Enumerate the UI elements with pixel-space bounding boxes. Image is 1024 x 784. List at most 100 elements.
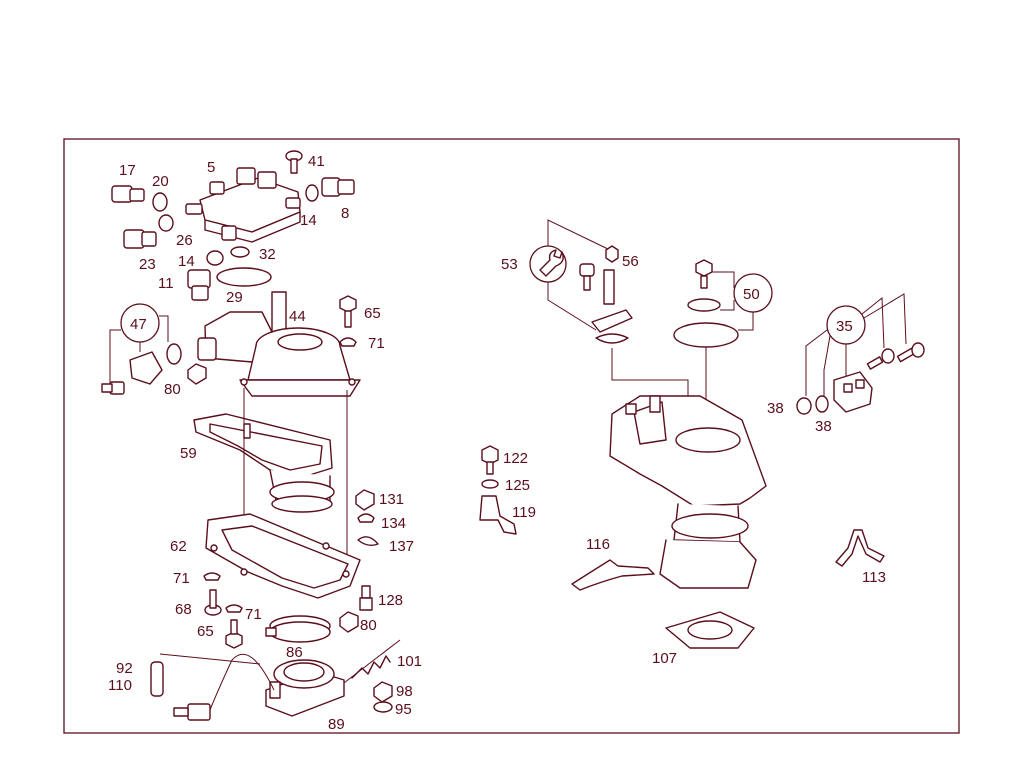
label-14-right: 14 bbox=[300, 212, 317, 229]
fuel-distributor bbox=[185, 167, 301, 243]
ring-14-right bbox=[305, 184, 319, 202]
nut-98 bbox=[373, 681, 393, 703]
screw-65-low bbox=[225, 619, 243, 649]
screw-41 bbox=[285, 150, 303, 174]
screw-65-top bbox=[339, 295, 357, 328]
fitting-8 bbox=[321, 177, 355, 197]
screw-35-b bbox=[896, 342, 925, 363]
plate-50 bbox=[673, 322, 739, 348]
label-68: 68 bbox=[175, 601, 192, 618]
gasket-62 bbox=[205, 513, 361, 599]
label-95: 95 bbox=[395, 701, 412, 718]
ring-32 bbox=[230, 246, 250, 258]
label-20: 20 bbox=[152, 173, 169, 190]
ring-20 bbox=[152, 192, 168, 212]
ring-14-left bbox=[206, 250, 224, 266]
nut-80-low bbox=[339, 611, 359, 633]
washer-50 bbox=[687, 298, 721, 312]
washer-71-low bbox=[225, 604, 243, 613]
bracket-119 bbox=[479, 495, 517, 535]
label-59: 59 bbox=[180, 445, 197, 462]
label-44: 44 bbox=[289, 308, 306, 325]
label-134: 134 bbox=[381, 515, 406, 532]
washer-71-mid bbox=[203, 572, 221, 581]
sensor-128 bbox=[359, 585, 373, 611]
label-11: 11 bbox=[158, 275, 174, 292]
airflow-sensor-housing bbox=[197, 291, 361, 397]
throttle-switch-89 bbox=[173, 653, 345, 721]
label-116: 116 bbox=[586, 536, 610, 553]
label-47: 47 bbox=[130, 316, 147, 333]
lever-116 bbox=[571, 559, 655, 591]
nut-80-top bbox=[187, 363, 207, 385]
label-119: 119 bbox=[512, 504, 536, 521]
label-17: 17 bbox=[119, 162, 136, 179]
fitting-23 bbox=[123, 229, 157, 249]
ring-38-left bbox=[796, 397, 812, 415]
wrench-icon bbox=[539, 249, 564, 277]
nut-131 bbox=[355, 489, 375, 511]
throttle-body bbox=[609, 395, 767, 589]
bolt-122 bbox=[481, 445, 499, 475]
washer-125 bbox=[481, 479, 499, 489]
spring-137 bbox=[357, 536, 379, 547]
label-125: 125 bbox=[505, 477, 530, 494]
label-122: 122 bbox=[503, 450, 528, 467]
label-53: 53 bbox=[501, 256, 518, 273]
label-71-mid: 71 bbox=[173, 570, 190, 587]
bracket-113 bbox=[835, 529, 885, 567]
fitting-11 bbox=[187, 269, 211, 301]
valve-assembly bbox=[579, 263, 633, 333]
label-38-right: 38 bbox=[815, 418, 832, 435]
ring-38-right bbox=[815, 395, 829, 413]
label-110: 110 bbox=[108, 677, 132, 694]
label-131: 131 bbox=[379, 491, 404, 508]
label-128: 128 bbox=[378, 592, 403, 609]
label-80-low: 80 bbox=[360, 617, 377, 634]
label-50: 50 bbox=[743, 286, 760, 303]
label-107: 107 bbox=[652, 650, 677, 667]
ring-80 bbox=[166, 343, 182, 365]
label-137: 137 bbox=[389, 538, 414, 555]
label-8: 8 bbox=[341, 205, 349, 222]
label-14-left: 14 bbox=[178, 253, 195, 270]
housing-59 bbox=[193, 413, 335, 513]
label-89: 89 bbox=[328, 716, 345, 733]
label-56: 56 bbox=[622, 253, 639, 270]
label-41: 41 bbox=[308, 153, 325, 170]
label-23: 23 bbox=[139, 256, 156, 273]
label-32: 32 bbox=[259, 246, 276, 263]
label-113: 113 bbox=[862, 569, 886, 586]
label-92: 92 bbox=[116, 660, 133, 677]
label-35: 35 bbox=[836, 318, 853, 335]
washer-95 bbox=[373, 701, 393, 713]
ring-26 bbox=[158, 214, 174, 232]
washer-71-top bbox=[339, 337, 357, 347]
screw-35-a bbox=[866, 348, 895, 370]
label-62: 62 bbox=[170, 538, 187, 555]
label-29: 29 bbox=[226, 289, 243, 306]
valve-56 bbox=[605, 245, 619, 263]
label-65-top: 65 bbox=[364, 305, 381, 322]
label-38-left: 38 bbox=[767, 400, 784, 417]
clamp-86 bbox=[265, 615, 331, 643]
gasket-107-hole bbox=[687, 620, 733, 640]
label-98: 98 bbox=[396, 683, 413, 700]
label-26: 26 bbox=[176, 232, 193, 249]
diagram-frame bbox=[63, 138, 960, 734]
valve-35 bbox=[833, 371, 873, 413]
spring-101 bbox=[351, 655, 391, 679]
tube-92 bbox=[150, 661, 164, 697]
gasket-valve bbox=[595, 333, 629, 344]
fitting-17 bbox=[111, 185, 145, 203]
label-5: 5 bbox=[207, 159, 215, 176]
label-71-low: 71 bbox=[245, 606, 262, 623]
part-labels: 17 20 5 41 14 8 26 23 14 32 11 29 65 44 … bbox=[108, 153, 886, 733]
screw-68 bbox=[204, 589, 222, 616]
label-101: 101 bbox=[397, 653, 422, 670]
label-86: 86 bbox=[286, 644, 303, 661]
label-71-top: 71 bbox=[368, 335, 385, 352]
idle-adjuster-47 bbox=[101, 351, 163, 395]
o-ring-29 bbox=[216, 267, 272, 287]
